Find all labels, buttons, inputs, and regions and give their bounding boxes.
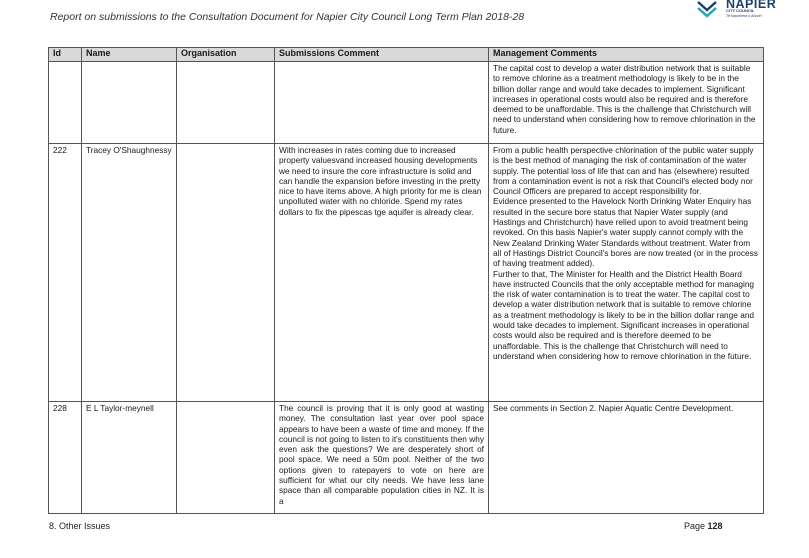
column-header-submissions-comment: Submissions Comment — [274, 47, 489, 62]
cell-submission: The council is proving that it is only g… — [274, 401, 489, 514]
management-paragraph: Evidence presented to the Havelock North… — [493, 196, 758, 269]
cell-name: E L Taylor-meynell — [81, 401, 177, 514]
logo-tagline: Te Kaunihera o Ahuriri — [726, 14, 762, 18]
cell-management: See comments in Section 2. Napier Aquati… — [488, 401, 764, 514]
page-number: 128 — [707, 521, 723, 531]
management-paragraph: The capital cost to develop a water dist… — [493, 63, 756, 135]
document-header-title: Report on submissions to the Consultatio… — [50, 11, 525, 23]
napier-city-council-logo: NAPIER CITY COUNCIL Te Kaunihera o Ahuri… — [696, 0, 806, 22]
column-header-organisation: Organisation — [176, 47, 275, 62]
logo-name: NAPIER — [726, 0, 777, 11]
logo-sub: CITY COUNCIL — [726, 8, 755, 13]
napier-logo-icon — [697, 1, 717, 18]
footer-section: 8. Other Issues — [49, 521, 111, 531]
column-header-name: Name — [81, 47, 177, 62]
column-header-management-comments: Management Comments — [488, 47, 764, 62]
cell-id: 222 — [48, 143, 82, 402]
cell-management: From a public health perspective chlorin… — [488, 143, 764, 402]
submissions-table: Id Name Organisation Submissions Comment… — [48, 47, 764, 514]
table-header-row: Id Name Organisation Submissions Comment… — [48, 47, 764, 62]
cell-submission: With increases in rates coming due to in… — [274, 143, 489, 402]
cell-name: Tracey O'Shaughnessy — [81, 143, 177, 402]
cell-management: The capital cost to develop a water dist… — [488, 61, 764, 144]
column-header-id: Id — [48, 47, 82, 62]
table-row: 222 Tracey O'Shaughnessy With increases … — [48, 143, 764, 402]
cell-organisation — [176, 61, 275, 144]
table-row: 228 E L Taylor-meynell The council is pr… — [48, 401, 764, 514]
management-paragraph: From a public health perspective chlorin… — [493, 145, 754, 197]
footer-page: Page 128 — [684, 521, 723, 531]
cell-organisation — [176, 143, 275, 402]
cell-organisation — [176, 401, 275, 514]
cell-submission — [274, 61, 489, 144]
page-label: Page — [684, 521, 706, 531]
cell-name — [81, 61, 177, 144]
table-row: The capital cost to develop a water dist… — [48, 61, 764, 144]
management-paragraph: Further to that, The Minister for Health… — [493, 268, 755, 361]
cell-id — [48, 61, 82, 144]
management-paragraph: See comments in Section 2. Napier Aquati… — [493, 403, 734, 413]
cell-id: 228 — [48, 401, 82, 514]
